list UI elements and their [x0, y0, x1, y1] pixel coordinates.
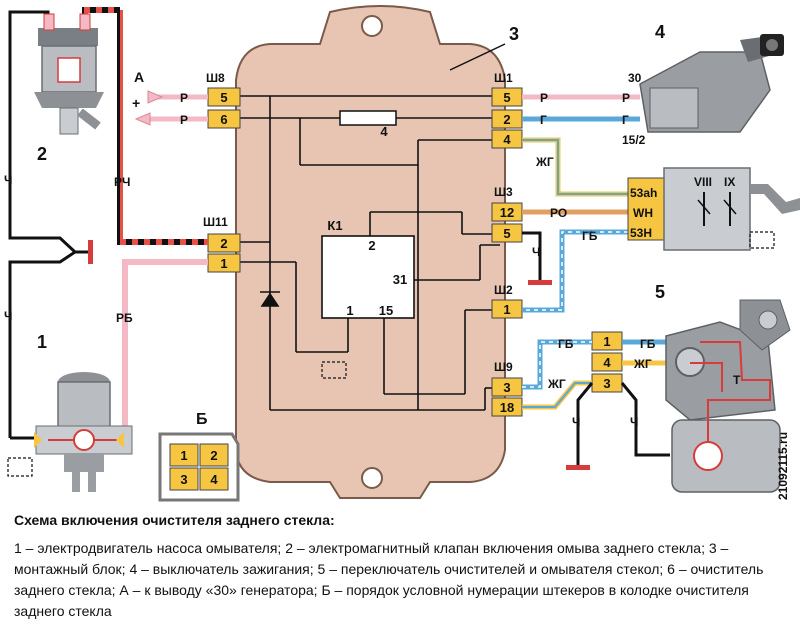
- component-5-number: 5: [655, 282, 665, 302]
- switch-pin-wh: WH: [633, 206, 653, 220]
- wire-g-1: Г: [540, 113, 547, 127]
- wire-gb-1: ГБ: [582, 229, 598, 243]
- switch-pos-viii: VIII: [694, 175, 712, 189]
- connector-b-pin-3: 3: [180, 472, 187, 487]
- wiper-pin-4: 4: [603, 355, 611, 370]
- caption-text: 1 – электродвигатель насоса омывателя; 2…: [14, 540, 764, 619]
- sh8-pin-b: 6: [220, 112, 227, 127]
- diode: [260, 291, 280, 307]
- watermark: 21092115.ru: [776, 432, 790, 500]
- wire-rb: РБ: [116, 311, 133, 325]
- sh11-pin-b: 1: [220, 256, 227, 271]
- wire-zhg-2: ЖГ: [547, 377, 566, 391]
- sh9-pin-a: 3: [503, 380, 510, 395]
- label-plus: +: [132, 95, 140, 111]
- connector-b: [158, 432, 240, 502]
- wire-gb-3: ГБ: [640, 337, 656, 351]
- relay-k1-label: К1: [327, 218, 342, 233]
- switch-pin-53ah: 53ah: [630, 186, 657, 200]
- sh3-pin-a: 12: [500, 205, 514, 220]
- wiper-washer-switch: [627, 167, 800, 251]
- sh9-label: Ш9: [494, 360, 513, 374]
- sh1-pin-b: 2: [503, 112, 510, 127]
- wire-ro: РО: [550, 206, 567, 220]
- connector-pins: [207, 87, 623, 417]
- sh1-pin-c: 4: [503, 132, 511, 147]
- sh2-label: Ш2: [494, 283, 513, 297]
- caption-title: Схема включения очистителя заднего стекл…: [14, 512, 335, 528]
- ignition-pin-30: 30: [628, 71, 642, 85]
- generator-arrows: [134, 90, 164, 126]
- rear-wiper-motor: [665, 299, 791, 493]
- wire-p-1: Р: [180, 91, 188, 105]
- connector-b-pin-4: 4: [210, 472, 218, 487]
- fuse-label: 4: [380, 124, 388, 139]
- ignition-pin-15-2: 15/2: [622, 133, 646, 147]
- component-4-number: 4: [655, 22, 665, 42]
- washer-symbol-icon: [7, 457, 33, 477]
- wire-zhg-1: ЖГ: [535, 155, 554, 169]
- wire-gb-2: ГБ: [558, 337, 574, 351]
- relay-pin-31: 31: [393, 272, 407, 287]
- label-a: А: [134, 69, 144, 85]
- leader-3: [449, 43, 506, 71]
- wiring-diagram: 4 К1 2 31 1 15 5 6 2 1 5 2 4 12 5 1 3 18…: [4, 5, 800, 502]
- sh3-label: Ш3: [494, 185, 513, 199]
- sh8-pin-a: 5: [220, 90, 227, 105]
- wire-p-2: Р: [180, 113, 188, 127]
- ignition-switch: [639, 34, 784, 133]
- relay-pin-2: 2: [368, 238, 375, 253]
- wire-ch-1: Ч: [4, 173, 12, 187]
- wire-ch-4: Ч: [572, 415, 580, 429]
- component-2-number: 2: [37, 144, 47, 164]
- wiper-pin-1: 1: [603, 334, 610, 349]
- wiper-pin-3: 3: [603, 376, 610, 391]
- wire-ch-2: Ч: [4, 309, 12, 323]
- connector-b-pin-1: 1: [180, 448, 187, 463]
- connector-b-pin-2: 2: [210, 448, 217, 463]
- wire-ch-5: Ч: [630, 415, 638, 429]
- ground-terminals: [88, 240, 590, 470]
- caption: Схема включения очистителя заднего стекл…: [14, 512, 790, 622]
- relay-k1: [321, 235, 415, 319]
- wire-p-4: Р: [622, 91, 630, 105]
- sh9-pin-b: 18: [500, 400, 514, 415]
- relay-symbol-icon: [321, 361, 347, 379]
- sh3-pin-b: 5: [503, 226, 510, 241]
- wire-rch: РЧ: [114, 175, 130, 189]
- external-wires: [8, 7, 690, 465]
- switch-pin-53h: 53H: [630, 226, 652, 240]
- sh1-pin-a: 5: [503, 90, 510, 105]
- sh11-pin-a: 2: [220, 236, 227, 251]
- wire-p-3: Р: [540, 91, 548, 105]
- solenoid-valve: [34, 13, 104, 135]
- wire-g-2: Г: [622, 113, 629, 127]
- sh2-pin-a: 1: [503, 302, 510, 317]
- switch-pos-ix: IX: [724, 175, 735, 189]
- relay-pin-1: 1: [346, 303, 353, 318]
- component-1-number: 1: [37, 332, 47, 352]
- sh8-label: Ш8: [206, 71, 225, 85]
- component-3-number: 3: [509, 24, 519, 44]
- wiper-terminal-t: T: [733, 373, 741, 387]
- label-b: Б: [196, 411, 208, 428]
- fuse: [339, 110, 397, 126]
- wire-zhg-3: ЖГ: [633, 357, 652, 371]
- wire-ch-3: Ч: [532, 245, 540, 259]
- sh1-label: Ш1: [494, 71, 513, 85]
- sh11-label: Ш11: [203, 215, 228, 229]
- internal-wiring: [240, 95, 500, 411]
- washer-pump: [34, 372, 133, 492]
- relay-pin-15: 15: [379, 303, 393, 318]
